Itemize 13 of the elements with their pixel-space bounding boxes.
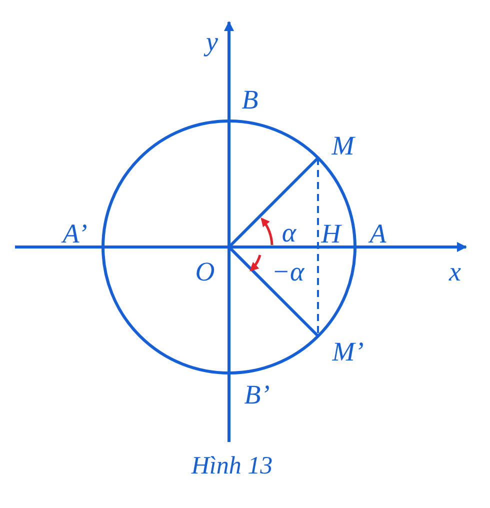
point-label: O — [195, 258, 215, 286]
point-label: B — [242, 86, 258, 114]
point-label: B’ — [244, 382, 270, 408]
point-label: H — [321, 220, 341, 248]
angle-label: −α — [272, 258, 304, 286]
figure-caption: Hình 13 — [191, 454, 273, 478]
point-label: M — [332, 132, 354, 160]
point-label: M’ — [332, 338, 364, 366]
axis-label: x — [449, 258, 461, 286]
axis-label: y — [206, 28, 218, 56]
point-label: A — [370, 220, 386, 248]
point-label: A’ — [62, 220, 88, 248]
angle-label: α — [282, 220, 296, 246]
